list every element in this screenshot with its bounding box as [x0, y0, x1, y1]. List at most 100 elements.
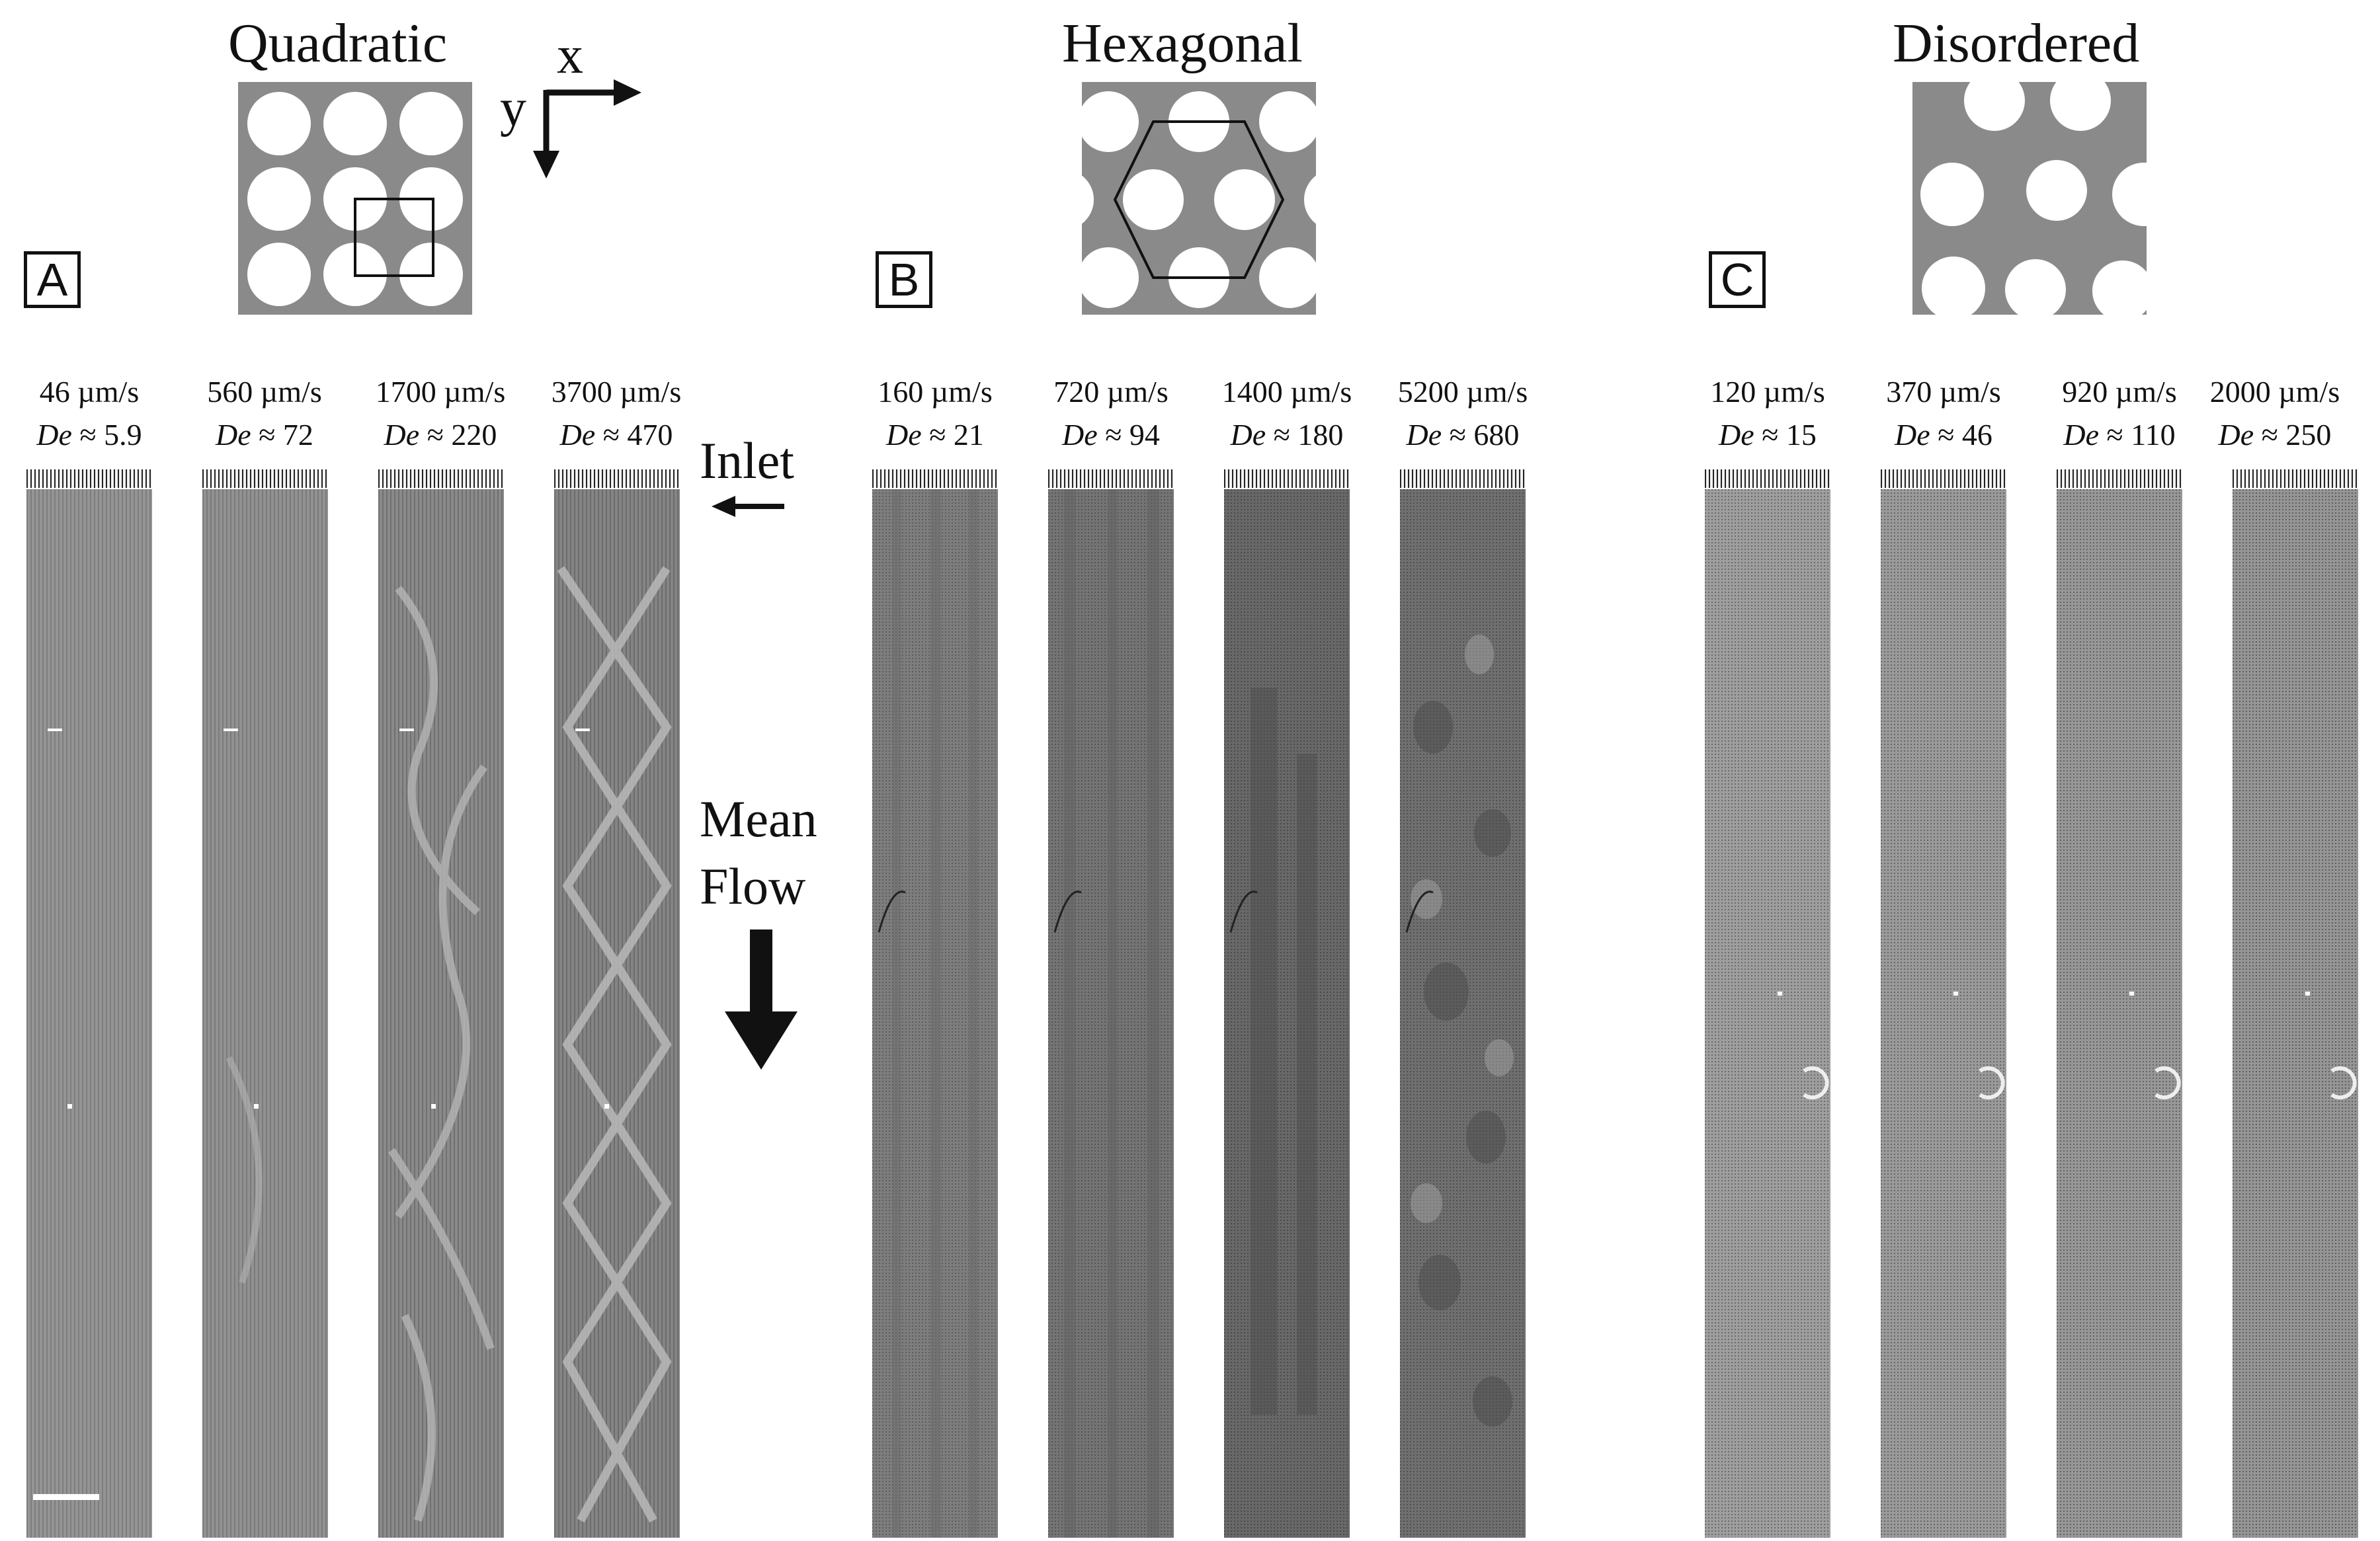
strip-b1-image	[872, 489, 998, 1538]
strip-c2-de-value: ≈ 46	[1938, 418, 1992, 452]
panel-a-title: Quadratic	[228, 13, 448, 74]
strip-a3-speed: 1700 µm/s	[375, 375, 506, 409]
strip-c1-image	[1705, 489, 1830, 1538]
strip-c1-texture	[1705, 489, 1830, 1538]
strip-a4-de-symbol: De	[559, 418, 596, 452]
strip-b4-de-symbol: De	[1406, 418, 1442, 452]
strip-c3-image	[2057, 489, 2182, 1538]
strip-c3-de-value: ≈ 110	[2106, 418, 2176, 452]
strip-c3-label: 920 µm/s De ≈ 110	[2020, 370, 2219, 457]
strip-b1-inlet-ticks	[872, 469, 998, 488]
strip-a2-de-value: ≈ 72	[259, 418, 313, 452]
strip-a3-inlet-ticks	[378, 469, 504, 488]
strip-c4-image	[2233, 489, 2358, 1538]
strip-a1-speed: 46 µm/s	[39, 375, 140, 409]
panel-b-title: Hexagonal	[1062, 13, 1303, 74]
strip-b2-label: 720 µm/s De ≈ 94	[1012, 370, 1210, 457]
strip-c4-de-symbol: De	[2218, 418, 2254, 452]
mean-flow-label-line1: Mean	[700, 790, 817, 848]
strip-a4-label: 3700 µm/s De ≈ 470	[517, 370, 716, 457]
strip-b1-de-value: ≈ 21	[929, 418, 984, 452]
strip-c3-inlet-ticks	[2057, 469, 2182, 488]
strip-a2-image	[202, 489, 328, 1538]
strip-b2-texture	[1048, 489, 1174, 1538]
strip-b2-de-symbol: De	[1062, 418, 1098, 452]
quadratic-lattice-diagram	[238, 82, 472, 315]
strip-a3-texture	[378, 489, 504, 1538]
strip-c1-de-value: ≈ 15	[1762, 418, 1817, 452]
strip-c4-inlet-ticks	[2233, 469, 2358, 488]
strip-c4-texture	[2233, 489, 2358, 1538]
strip-c4-speed: 2000 µm/s	[2209, 375, 2340, 409]
strip-a1-inlet-ticks	[26, 469, 152, 488]
strip-a2-label: 560 µm/s De ≈ 72	[165, 370, 364, 457]
unit-cell-square	[354, 198, 434, 277]
strip-b3-inlet-ticks	[1224, 469, 1350, 488]
strip-b4-de-value: ≈ 680	[1449, 418, 1520, 452]
strip-c2-texture	[1881, 489, 2006, 1538]
mean-flow-arrow-icon	[725, 929, 798, 1070]
strip-b3-de-symbol: De	[1230, 418, 1266, 452]
panel-b-letter: B	[876, 251, 932, 308]
mean-flow-label-line2: Flow	[700, 857, 806, 915]
strip-c2-image	[1881, 489, 2006, 1538]
inlet-label: Inlet	[700, 432, 794, 489]
strip-a4-inlet-ticks	[554, 469, 680, 488]
xy-axes-icon	[533, 79, 641, 178]
strip-b3-speed: 1400 µm/s	[1221, 375, 1352, 409]
y-axis-label: y	[500, 79, 526, 138]
strip-b4-texture	[1400, 489, 1526, 1538]
panel-c-letter: C	[1709, 251, 1766, 308]
strip-b3-image	[1224, 489, 1350, 1538]
strip-a2-inlet-ticks	[202, 469, 328, 488]
strip-a1-de-symbol: De	[36, 418, 72, 452]
strip-c1-de-symbol: De	[1719, 418, 1754, 452]
strip-c1-inlet-ticks	[1705, 469, 1830, 488]
scale-bar	[33, 1494, 99, 1500]
strip-a4-de-value: ≈ 470	[602, 418, 673, 452]
strip-b4-label: 5200 µm/s De ≈ 680	[1364, 370, 1562, 457]
strip-b3-de-value: ≈ 180	[1273, 418, 1344, 452]
strip-c2-speed: 370 µm/s	[1886, 375, 2001, 409]
strip-a2-de-symbol: De	[216, 418, 251, 452]
strip-b3-label: 1400 µm/s De ≈ 180	[1188, 370, 1386, 457]
strip-b4-inlet-ticks	[1400, 469, 1526, 488]
strip-b2-speed: 720 µm/s	[1053, 375, 1169, 409]
strip-c1-label: 120 µm/s De ≈ 15	[1668, 370, 1867, 457]
lattice-pores	[1920, 82, 2147, 315]
disordered-lattice-diagram	[1912, 82, 2147, 315]
inlet-arrow-icon	[712, 496, 784, 517]
strip-a3-de-symbol: De	[384, 418, 420, 452]
strip-b1-texture	[872, 489, 998, 1538]
strip-b2-de-value: ≈ 94	[1105, 418, 1160, 452]
strip-a1-texture	[26, 489, 152, 1538]
strip-b2-inlet-ticks	[1048, 469, 1174, 488]
strip-c2-inlet-ticks	[1881, 469, 2006, 488]
strip-c1-speed: 120 µm/s	[1710, 375, 1825, 409]
x-axis-label: x	[557, 26, 583, 85]
strip-a3-de-value: ≈ 220	[427, 418, 497, 452]
strip-c2-de-symbol: De	[1895, 418, 1930, 452]
strip-a2-speed: 560 µm/s	[207, 375, 322, 409]
strip-b3-texture	[1224, 489, 1350, 1538]
strip-b1-speed: 160 µm/s	[878, 375, 993, 409]
strip-a4-texture	[554, 489, 680, 1538]
strip-b4-image	[1400, 489, 1526, 1538]
strip-c3-texture	[2057, 489, 2182, 1538]
strip-c4-label: 2000 µm/s De ≈ 250	[2176, 370, 2374, 457]
strip-a2-texture	[202, 489, 328, 1538]
strip-a4-speed: 3700 µm/s	[551, 375, 682, 409]
strip-b4-speed: 5200 µm/s	[1397, 375, 1528, 409]
strip-a4-image	[554, 489, 680, 1538]
strip-b2-image	[1048, 489, 1174, 1538]
hexagonal-lattice-diagram	[1082, 82, 1316, 315]
strip-b1-de-symbol: De	[886, 418, 922, 452]
strip-a3-image	[378, 489, 504, 1538]
strip-c3-speed: 920 µm/s	[2062, 375, 2177, 409]
strip-a1-label: 46 µm/s De ≈ 5.9	[0, 370, 188, 457]
strip-a3-label: 1700 µm/s De ≈ 220	[341, 370, 540, 457]
strip-a1-image	[26, 489, 152, 1538]
panel-c-title: Disordered	[1893, 13, 2140, 74]
strip-a1-de-value: ≈ 5.9	[79, 418, 142, 452]
strip-c2-label: 370 µm/s De ≈ 46	[1844, 370, 2043, 457]
